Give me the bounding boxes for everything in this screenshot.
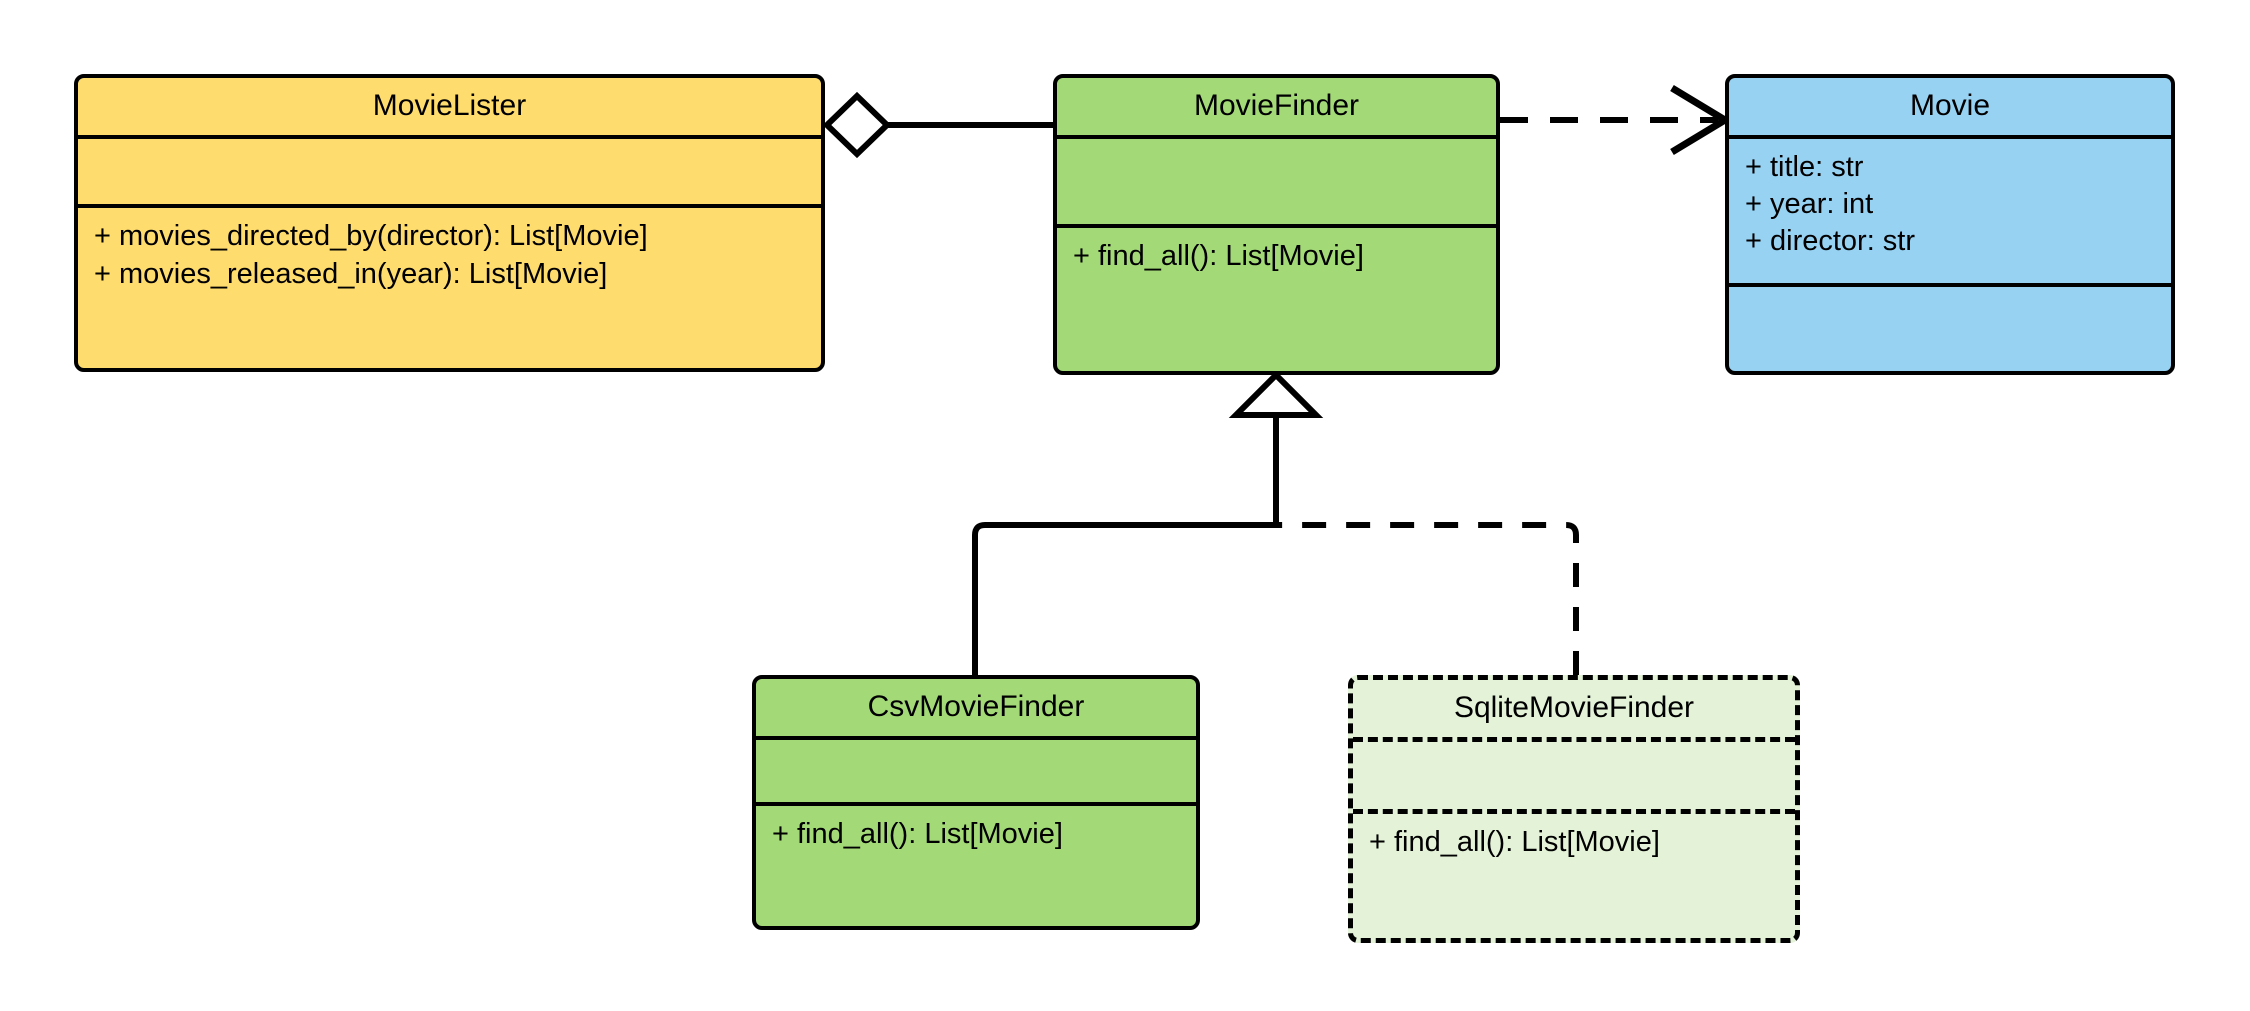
class-operations-sqlite-movie-finder: + find_all(): List[Movie] [1353, 814, 1795, 938]
operation-row: + find_all(): List[Movie] [1369, 825, 1660, 858]
class-box-csv-movie-finder[interactable]: CsvMovieFinder + find_all(): List[Movie] [752, 675, 1200, 930]
edge-generalization-sqlite-finder [1276, 522, 1579, 675]
class-operations-movie-finder: + find_all(): List[Movie] [1057, 228, 1496, 371]
class-name-movie-finder: MovieFinder [1057, 78, 1496, 139]
attribute-row: + director: str [1745, 225, 1916, 258]
class-name-sqlite-movie-finder: SqliteMovieFinder [1353, 680, 1795, 742]
edge-dependency-finder-movie [1500, 85, 1732, 155]
class-name-movie: Movie [1729, 78, 2171, 139]
hollow-triangle-icon [1228, 370, 1324, 418]
class-box-movie-finder[interactable]: MovieFinder + find_all(): List[Movie] [1053, 74, 1500, 375]
class-name-csv-movie-finder: CsvMovieFinder [756, 679, 1196, 740]
class-name-movie-lister: MovieLister [78, 78, 821, 139]
class-attributes-movie: + title: str + year: int + director: str [1729, 139, 2171, 287]
class-box-movie[interactable]: Movie + title: str + year: int + directo… [1725, 74, 2175, 375]
attribute-row: + title: str [1745, 151, 1864, 183]
operation-row: + movies_released_in(year): List[Movie] [94, 257, 608, 290]
class-box-movie-lister[interactable]: MovieLister + movies_directed_by(directo… [74, 74, 825, 372]
edge-generalization-csv-finder [972, 412, 1279, 675]
class-operations-movie [1729, 287, 2171, 371]
attribute-row: + year: int [1745, 188, 1874, 221]
operation-row: + find_all(): List[Movie] [772, 818, 1063, 851]
class-box-sqlite-movie-finder[interactable]: SqliteMovieFinder + find_all(): List[Mov… [1348, 675, 1800, 943]
operation-row: + find_all(): List[Movie] [1073, 240, 1364, 273]
class-operations-movie-lister: + movies_directed_by(director): List[Mov… [78, 208, 821, 368]
edge-aggregation-lister-finder [822, 91, 1053, 159]
class-attributes-movie-lister [78, 139, 821, 209]
class-attributes-csv-movie-finder [756, 740, 1196, 807]
class-operations-csv-movie-finder: + find_all(): List[Movie] [756, 806, 1196, 926]
class-attributes-sqlite-movie-finder [1353, 742, 1795, 814]
hollow-diamond-icon [822, 91, 892, 159]
class-attributes-movie-finder [1057, 139, 1496, 229]
operation-row: + movies_directed_by(director): List[Mov… [94, 220, 648, 253]
